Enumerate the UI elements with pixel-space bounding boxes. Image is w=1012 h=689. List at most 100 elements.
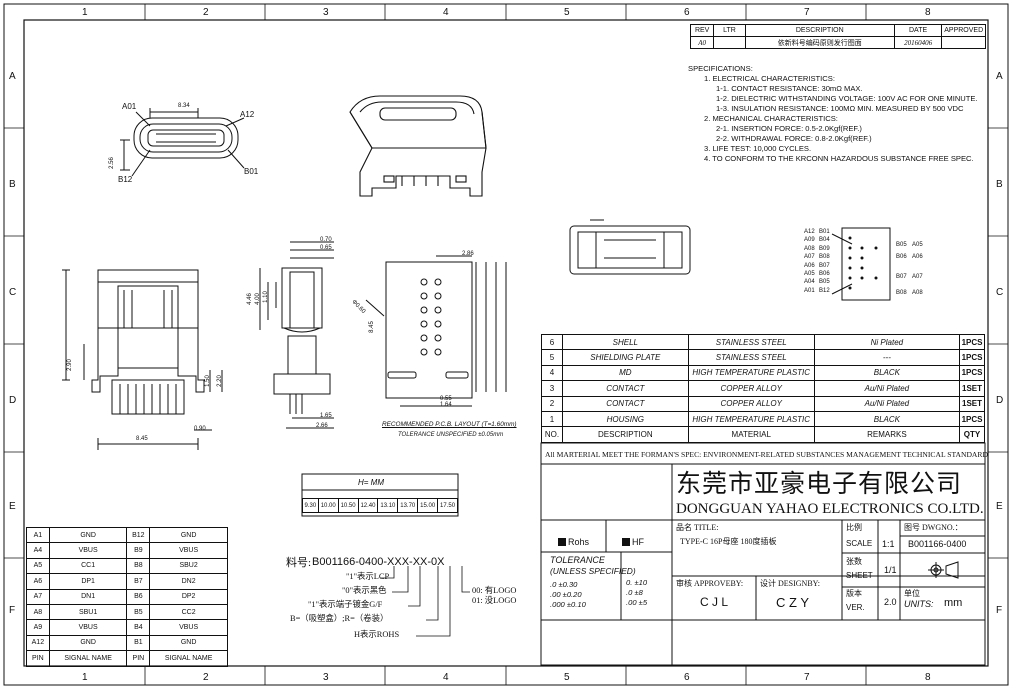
- sheet-label-cn: 张数: [846, 557, 862, 566]
- pin-label: B12: [819, 287, 830, 294]
- label-a01: A01: [122, 102, 137, 111]
- pin-label: A04: [804, 279, 815, 286]
- pin-cell: DN2: [149, 573, 228, 590]
- pin-left-labels: A12 A09 A08 A07 A06 A05 A04 A01: [804, 228, 815, 295]
- bom-cell: Au/Ni Plated: [813, 380, 961, 397]
- dim-side: 0.70: [320, 237, 332, 243]
- dim-front: 2.90: [66, 359, 73, 371]
- pin-cell: A4: [26, 542, 50, 559]
- pin-signal-table: A1 GND B12 GND A4 VBUS B9 VBUS A5 CC1 B8…: [26, 526, 228, 667]
- rev-description-value: 依新料号编码原则发行图面: [744, 36, 895, 49]
- tolerance-value: .000 ±0.10: [550, 600, 586, 609]
- pin-label: B07: [819, 262, 830, 269]
- bom-header: REMARKS: [813, 426, 961, 443]
- tolerance-value: .0 ±0.30: [550, 580, 578, 589]
- row-label-b-right: B: [996, 179, 1003, 190]
- col-label-3: 3: [323, 7, 329, 18]
- bom-cell: 1PCS: [959, 349, 985, 366]
- pin-cell: B4: [126, 619, 151, 636]
- bom-cell: 1PCS: [959, 333, 985, 351]
- ver-label-cn: 版本: [846, 589, 862, 598]
- bom-cell: 1: [541, 410, 563, 428]
- bom-cell: 1PCS: [959, 410, 985, 428]
- pin-cell: VBUS: [149, 619, 228, 636]
- part-number-note: "0"表示黑色: [342, 586, 387, 595]
- pin-cell: A9: [26, 619, 50, 636]
- pin-cell: DP1: [48, 573, 128, 590]
- pin-cell: VBUS: [48, 619, 128, 636]
- row-label-d-right: D: [996, 395, 1004, 406]
- pin-label: B09: [819, 245, 830, 252]
- bom-cell: ---: [813, 349, 961, 366]
- pin-layout-diagram: [831, 227, 891, 301]
- row-label-e: E: [9, 501, 16, 512]
- h-value: 15.00: [417, 498, 439, 513]
- spec-line: 3. LIFE TEST: 10,000 CYCLES.: [704, 144, 812, 153]
- dim-side: 4.00: [254, 293, 261, 305]
- h-table-frame: [301, 473, 459, 517]
- pin-cell: CC2: [149, 603, 228, 621]
- bom-cell: CONTACT: [561, 395, 689, 412]
- dim-side: 4.46: [246, 293, 253, 305]
- pin-row: A4 VBUS B9 VBUS: [26, 542, 228, 559]
- row-label-e-right: E: [996, 501, 1003, 512]
- h-value: 10.50: [337, 498, 359, 513]
- scale-label: SCALE: [846, 539, 873, 548]
- part-number-note: B=（吸塑盒）;R=（卷装）: [290, 614, 389, 623]
- pcb-layout-title: RECOMMENDED P.C.B. LAYOUT (T=1.60mm): [382, 421, 517, 428]
- pin-dots: [848, 236, 878, 290]
- pin-cell: A7: [26, 588, 50, 605]
- pin-label: B08: [896, 290, 907, 296]
- pin-cell: A1: [26, 526, 50, 544]
- dim-2-56: 2.56: [108, 157, 115, 169]
- pin-row: A7 DN1 B6 DP2: [26, 588, 228, 605]
- pin-header: PIN: [126, 650, 151, 667]
- pin-cell: DN1: [48, 588, 128, 605]
- rev-header-approved: APPROVED: [941, 24, 986, 37]
- pin-cell: A6: [26, 573, 50, 590]
- pin-label: A06: [804, 262, 815, 269]
- units-label: UNITS:: [904, 599, 934, 609]
- rohs-checkbox: [558, 538, 566, 546]
- h-value: 13.10: [377, 498, 399, 513]
- pin-label: A05: [804, 271, 815, 278]
- bom-row: 2 CONTACT COPPER ALLOY Au/Ni Plated 1SET: [541, 395, 985, 412]
- col-label-5: 5: [564, 7, 570, 18]
- row-label-d: D: [9, 395, 17, 406]
- pin-cell: B9: [126, 542, 151, 559]
- pin-header-row: PIN SIGNAL NAME PIN SIGNAL NAME: [26, 650, 228, 667]
- rev-ltr-value: [713, 36, 746, 49]
- h-table: 9.30 10.00 10.50 12.40 13.10 13.70 15.00…: [302, 498, 458, 513]
- units-label-cn: 单位: [904, 589, 920, 598]
- row-label-b: B: [9, 179, 16, 190]
- pin-left2-labels: B01 B04 B09 B08 B07 B06 B05 B12: [819, 228, 830, 295]
- pin-cell: B5: [126, 603, 151, 621]
- bom-cell: SHELL: [561, 333, 689, 351]
- bom-cell: SHIELDING PLATE: [561, 349, 689, 366]
- pin-cell: GND: [149, 526, 228, 544]
- col-label-4-bottom: 4: [443, 672, 449, 683]
- h-table-label: H= MM: [358, 478, 384, 487]
- spec-title: SPECIFICATIONS:: [688, 64, 753, 73]
- row-label-f-right: F: [996, 605, 1003, 616]
- row-label-a-right: A: [996, 71, 1003, 82]
- row-label-c: C: [9, 287, 17, 298]
- spec-line: 2-2. WITHDRAWAL FORCE: 0.8-2.0Kgf(REF.): [716, 134, 872, 143]
- side-view: [259, 241, 334, 429]
- revision-table: REV LTR DESCRIPTION DATE APPROVED A0 依新料…: [689, 24, 986, 49]
- col-label-4: 4: [443, 7, 449, 18]
- pin-label: A08: [912, 290, 923, 296]
- logo-note: 00: 有LOGO: [472, 586, 517, 595]
- pin-row: A9 VBUS B4 VBUS: [26, 619, 228, 636]
- pin-label: A01: [804, 287, 815, 294]
- row-label-a: A: [9, 71, 16, 82]
- dim-side: 0.65: [320, 245, 332, 251]
- company-name-cn: 东莞市亚豪电子有限公司: [676, 471, 963, 498]
- bom-cell: 1PCS: [959, 364, 985, 382]
- label-b12: B12: [118, 175, 133, 184]
- pcb-layout: [365, 255, 507, 407]
- pin-label: B08: [819, 254, 830, 261]
- pin-label: B07: [896, 274, 907, 280]
- hf-checkbox: [622, 538, 630, 546]
- col-label-6-bottom: 6: [684, 672, 690, 683]
